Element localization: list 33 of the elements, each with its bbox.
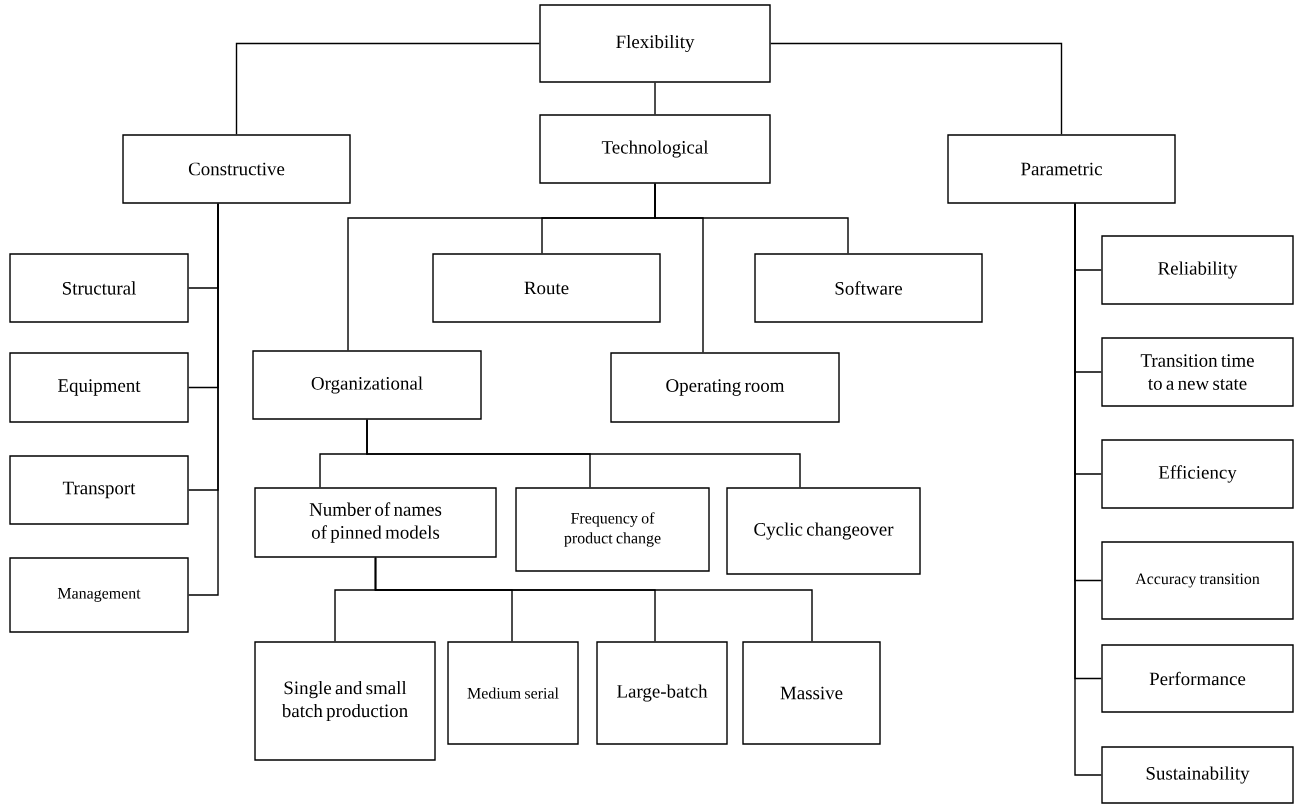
category-box: Operating room xyxy=(610,352,840,423)
category-box: Accuracy transition xyxy=(1101,541,1294,620)
category-box: Reliability xyxy=(1101,235,1294,305)
connector-line xyxy=(235,42,540,135)
category-box: Sustainability xyxy=(1101,746,1294,804)
category-box: Single and small batch production xyxy=(254,641,436,761)
category-box: Technological xyxy=(539,114,771,184)
category-box: Efficiency xyxy=(1101,439,1294,509)
category-box: Constructive xyxy=(122,134,351,204)
connector-line xyxy=(770,42,1063,135)
category-box: Transition time to a new state xyxy=(1101,337,1294,407)
category-box: Performance xyxy=(1101,644,1294,713)
connector-line xyxy=(654,82,656,115)
category-box: Transport xyxy=(9,455,189,525)
connector-line xyxy=(654,183,849,254)
category-box: Frequency of product change xyxy=(515,487,710,572)
category-box: Structural xyxy=(9,253,189,323)
category-box: Route xyxy=(432,253,661,323)
connector-line xyxy=(188,203,219,596)
category-box: Organizational xyxy=(252,350,482,420)
category-box: Medium serial xyxy=(447,641,579,745)
category-box: Number of names of pinned models xyxy=(254,487,497,558)
category-box: Parametric xyxy=(947,134,1176,204)
connector-line xyxy=(374,557,813,642)
category-box: Software xyxy=(754,253,983,323)
connector-line xyxy=(366,419,801,488)
category-box: Flexibility xyxy=(539,4,771,83)
category-box: Massive xyxy=(742,641,881,745)
category-box: Management xyxy=(9,557,189,633)
category-box: Cyclic changeover xyxy=(726,487,921,575)
category-box: Equipment xyxy=(9,352,189,423)
connector-line xyxy=(1074,203,1102,776)
category-box: Large-batch xyxy=(596,641,728,745)
